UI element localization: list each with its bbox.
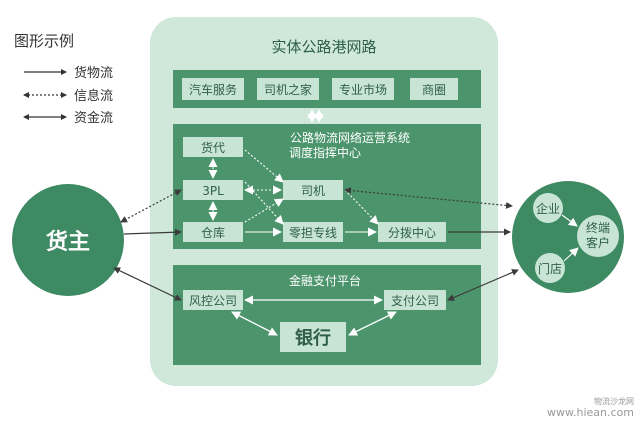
node-payment-company-label: 支付公司 [391, 294, 439, 308]
customer-arrows [344, 187, 519, 301]
service-auto [182, 78, 244, 100]
node-3pl [183, 180, 243, 200]
node-freight-forwarder [183, 137, 243, 157]
arrow-shipper-warehouse [123, 228, 182, 236]
arrow-payment-bank [348, 311, 397, 336]
legend-money-label: 资金流 [74, 110, 113, 126]
shipper-label: 货主 [46, 229, 90, 255]
dispatch-title-1: 公路物流网络运营系统 [290, 130, 410, 145]
arrow-3pl-ltl [244, 181, 284, 225]
node-distribution-center-label: 分拨中心 [388, 225, 436, 240]
node-bank-label: 银行 [295, 327, 331, 349]
node-ltl-line-label: 零担专线 [289, 225, 337, 240]
node-store [535, 253, 565, 283]
node-risk-control [183, 290, 243, 310]
arrow-shipper-3pl [120, 189, 182, 223]
service-driver-home [257, 78, 319, 100]
node-3pl-label: 3PL [202, 184, 224, 198]
node-driver [283, 180, 343, 200]
dispatch-arrows [208, 149, 379, 237]
service-market [332, 78, 394, 100]
node-enterprise-label: 企业 [536, 201, 560, 216]
arrow-shipper-risk [113, 267, 182, 301]
dispatch-title-2: 调度指挥中心 [289, 145, 361, 160]
legend: 图形示例 货物流 信息流 资金流 [14, 32, 113, 126]
legend-title: 图形示例 [14, 32, 74, 50]
node-payment-company [384, 290, 446, 310]
node-store-label: 门店 [538, 261, 562, 276]
node-freight-forwarder-label: 货代 [201, 140, 225, 155]
finance-arrows [231, 295, 397, 336]
service-driver-home-label: 司机之家 [264, 82, 312, 97]
arrow-enterprise-end [561, 214, 578, 227]
node-enterprise [533, 193, 563, 223]
arrow-warehouse-driver [244, 198, 284, 223]
node-end-customer-label-1: 终端 [586, 220, 610, 235]
shipper-node [12, 184, 124, 296]
service-market-label: 专业市场 [339, 82, 387, 97]
network-title: 实体公路港网路 [271, 38, 376, 56]
finance-title: 金融支付平台 [289, 273, 361, 288]
node-warehouse-label: 仓库 [201, 225, 225, 240]
legend-goods-label: 货物流 [74, 65, 113, 81]
node-end-customer [577, 215, 619, 257]
service-commerce-label: 商圈 [422, 82, 446, 97]
node-end-customer-label-2: 客户 [586, 235, 610, 250]
node-warehouse [183, 222, 243, 242]
node-risk-control-label: 风控公司 [189, 294, 237, 308]
arrow-risk-bank [231, 311, 278, 336]
node-bank [280, 322, 346, 352]
node-ltl-line [283, 222, 343, 242]
legend-info-label: 信息流 [74, 88, 113, 104]
arrow-store-end [563, 247, 579, 262]
node-distribution-center [378, 222, 446, 242]
arrow-forwarder-driver [244, 149, 284, 183]
watermark-line-2: www.hiean.com [547, 406, 634, 419]
customer-internal-arrows [561, 214, 579, 262]
service-auto-label: 汽车服务 [189, 82, 237, 97]
arrow-payment-customer [447, 269, 519, 301]
shipper-arrows [113, 189, 182, 301]
service-commerce [410, 78, 458, 100]
watermark-line-1: 物流沙龙网 [594, 396, 634, 406]
node-driver-label: 司机 [301, 184, 325, 198]
